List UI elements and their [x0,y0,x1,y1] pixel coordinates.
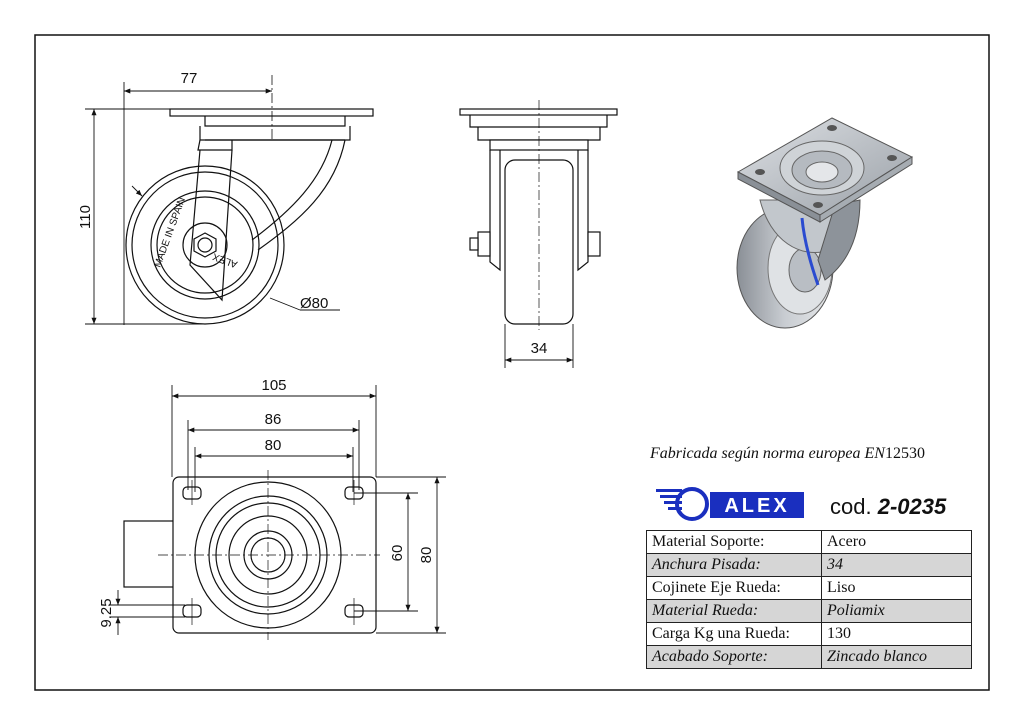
spec-row: Cojinete Eje Rueda:Liso [646,576,972,600]
plate-dimensions [110,385,446,635]
made-in-spain-text: MADE IN SPAIN [152,196,188,269]
dim-side-tread: 34 [531,340,548,357]
dim-plate-height-inner: 60 [389,545,406,562]
spec-value: Liso [821,576,972,600]
spec-label: Material Soporte: [646,530,822,554]
logo-plate [710,492,804,518]
spec-row: Material Rueda:Poliamix [646,599,972,623]
spec-row: Material Soporte:Acero [646,530,972,554]
dim-front-width: 77 [181,70,198,87]
side-view [459,100,618,330]
spec-row: Anchura Pisada:34 [646,553,972,577]
norm-number: 12530 [884,445,925,462]
dim-wheel-diameter: Ø80 [300,295,328,312]
dim-plate-width: 105 [261,377,286,394]
spec-label: Carga Kg una Rueda: [646,622,822,646]
spec-value: Acero [821,530,972,554]
spec-value: 34 [821,553,972,577]
norm-text: Fabricada según norma europea EN [650,445,885,462]
brand-name: ALEX [724,495,789,517]
dim-front-height: 110 [77,205,94,229]
product-code: cod. 2-0235 [830,494,946,520]
front-view [125,75,374,325]
spec-label: Cojinete Eje Rueda: [646,576,822,600]
spec-value: Zincado blanco [821,645,972,669]
front-dimensions [85,82,340,325]
spec-label: Acabado Soporte: [646,645,822,669]
spec-value: 130 [821,622,972,646]
brand-logo: ALEX [656,487,804,521]
dim-hole-offset: 9.25 [98,598,115,627]
spec-row: Acabado Soporte:Zincado blanco [646,645,972,669]
spec-label: Material Rueda: [646,599,822,623]
specifications-table: Material Soporte:Acero Anchura Pisada:34… [646,530,972,669]
spec-label: Anchura Pisada: [646,553,822,577]
code-label: cod. [830,494,872,519]
dim-hole-inner: 80 [265,437,282,454]
norm-statement: Fabricada según norma europea EN12530 [650,445,925,463]
dim-plate-height-outer: 80 [418,547,435,564]
dim-hole-outer: 86 [265,411,282,428]
drawing-frame [34,34,990,691]
code-value: 2-0235 [877,494,947,519]
spec-value: Poliamix [821,599,972,623]
isometric-view [736,117,914,329]
plate-view [123,470,380,640]
logo-swoosh-icon [656,487,709,521]
spec-row: Carga Kg una Rueda:130 [646,622,972,646]
side-dimensions [504,324,574,368]
